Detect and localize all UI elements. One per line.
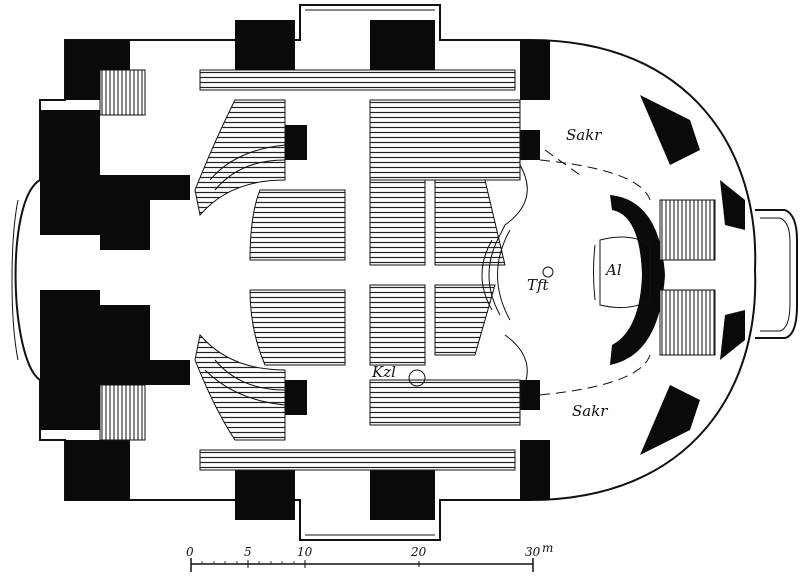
pulpit-marker xyxy=(408,369,426,387)
baptismal-font-marker xyxy=(542,266,554,278)
scale-tick-5: 5 xyxy=(244,545,252,559)
walls xyxy=(40,20,745,520)
galleries xyxy=(194,69,521,471)
scale-tick-20: 20 xyxy=(410,545,427,559)
label-pulpit: Kzl xyxy=(371,363,396,381)
scale-tick-0: 0 xyxy=(186,545,194,559)
label-sacristy-north: Sakr xyxy=(566,126,602,144)
scale-bar: 0 5 10 20 30 m xyxy=(186,541,553,572)
building-outline xyxy=(11,4,798,541)
scale-tick-10: 10 xyxy=(297,545,313,559)
staircases xyxy=(99,69,716,441)
scale-unit: m xyxy=(542,541,553,555)
nave-pews xyxy=(249,164,528,396)
scale-tick-30: 30 xyxy=(525,545,541,559)
label-sacristy-south: Sakr xyxy=(572,402,608,420)
label-font: Tft xyxy=(527,276,550,294)
chancel xyxy=(408,149,651,396)
label-altar: Al xyxy=(604,261,622,279)
